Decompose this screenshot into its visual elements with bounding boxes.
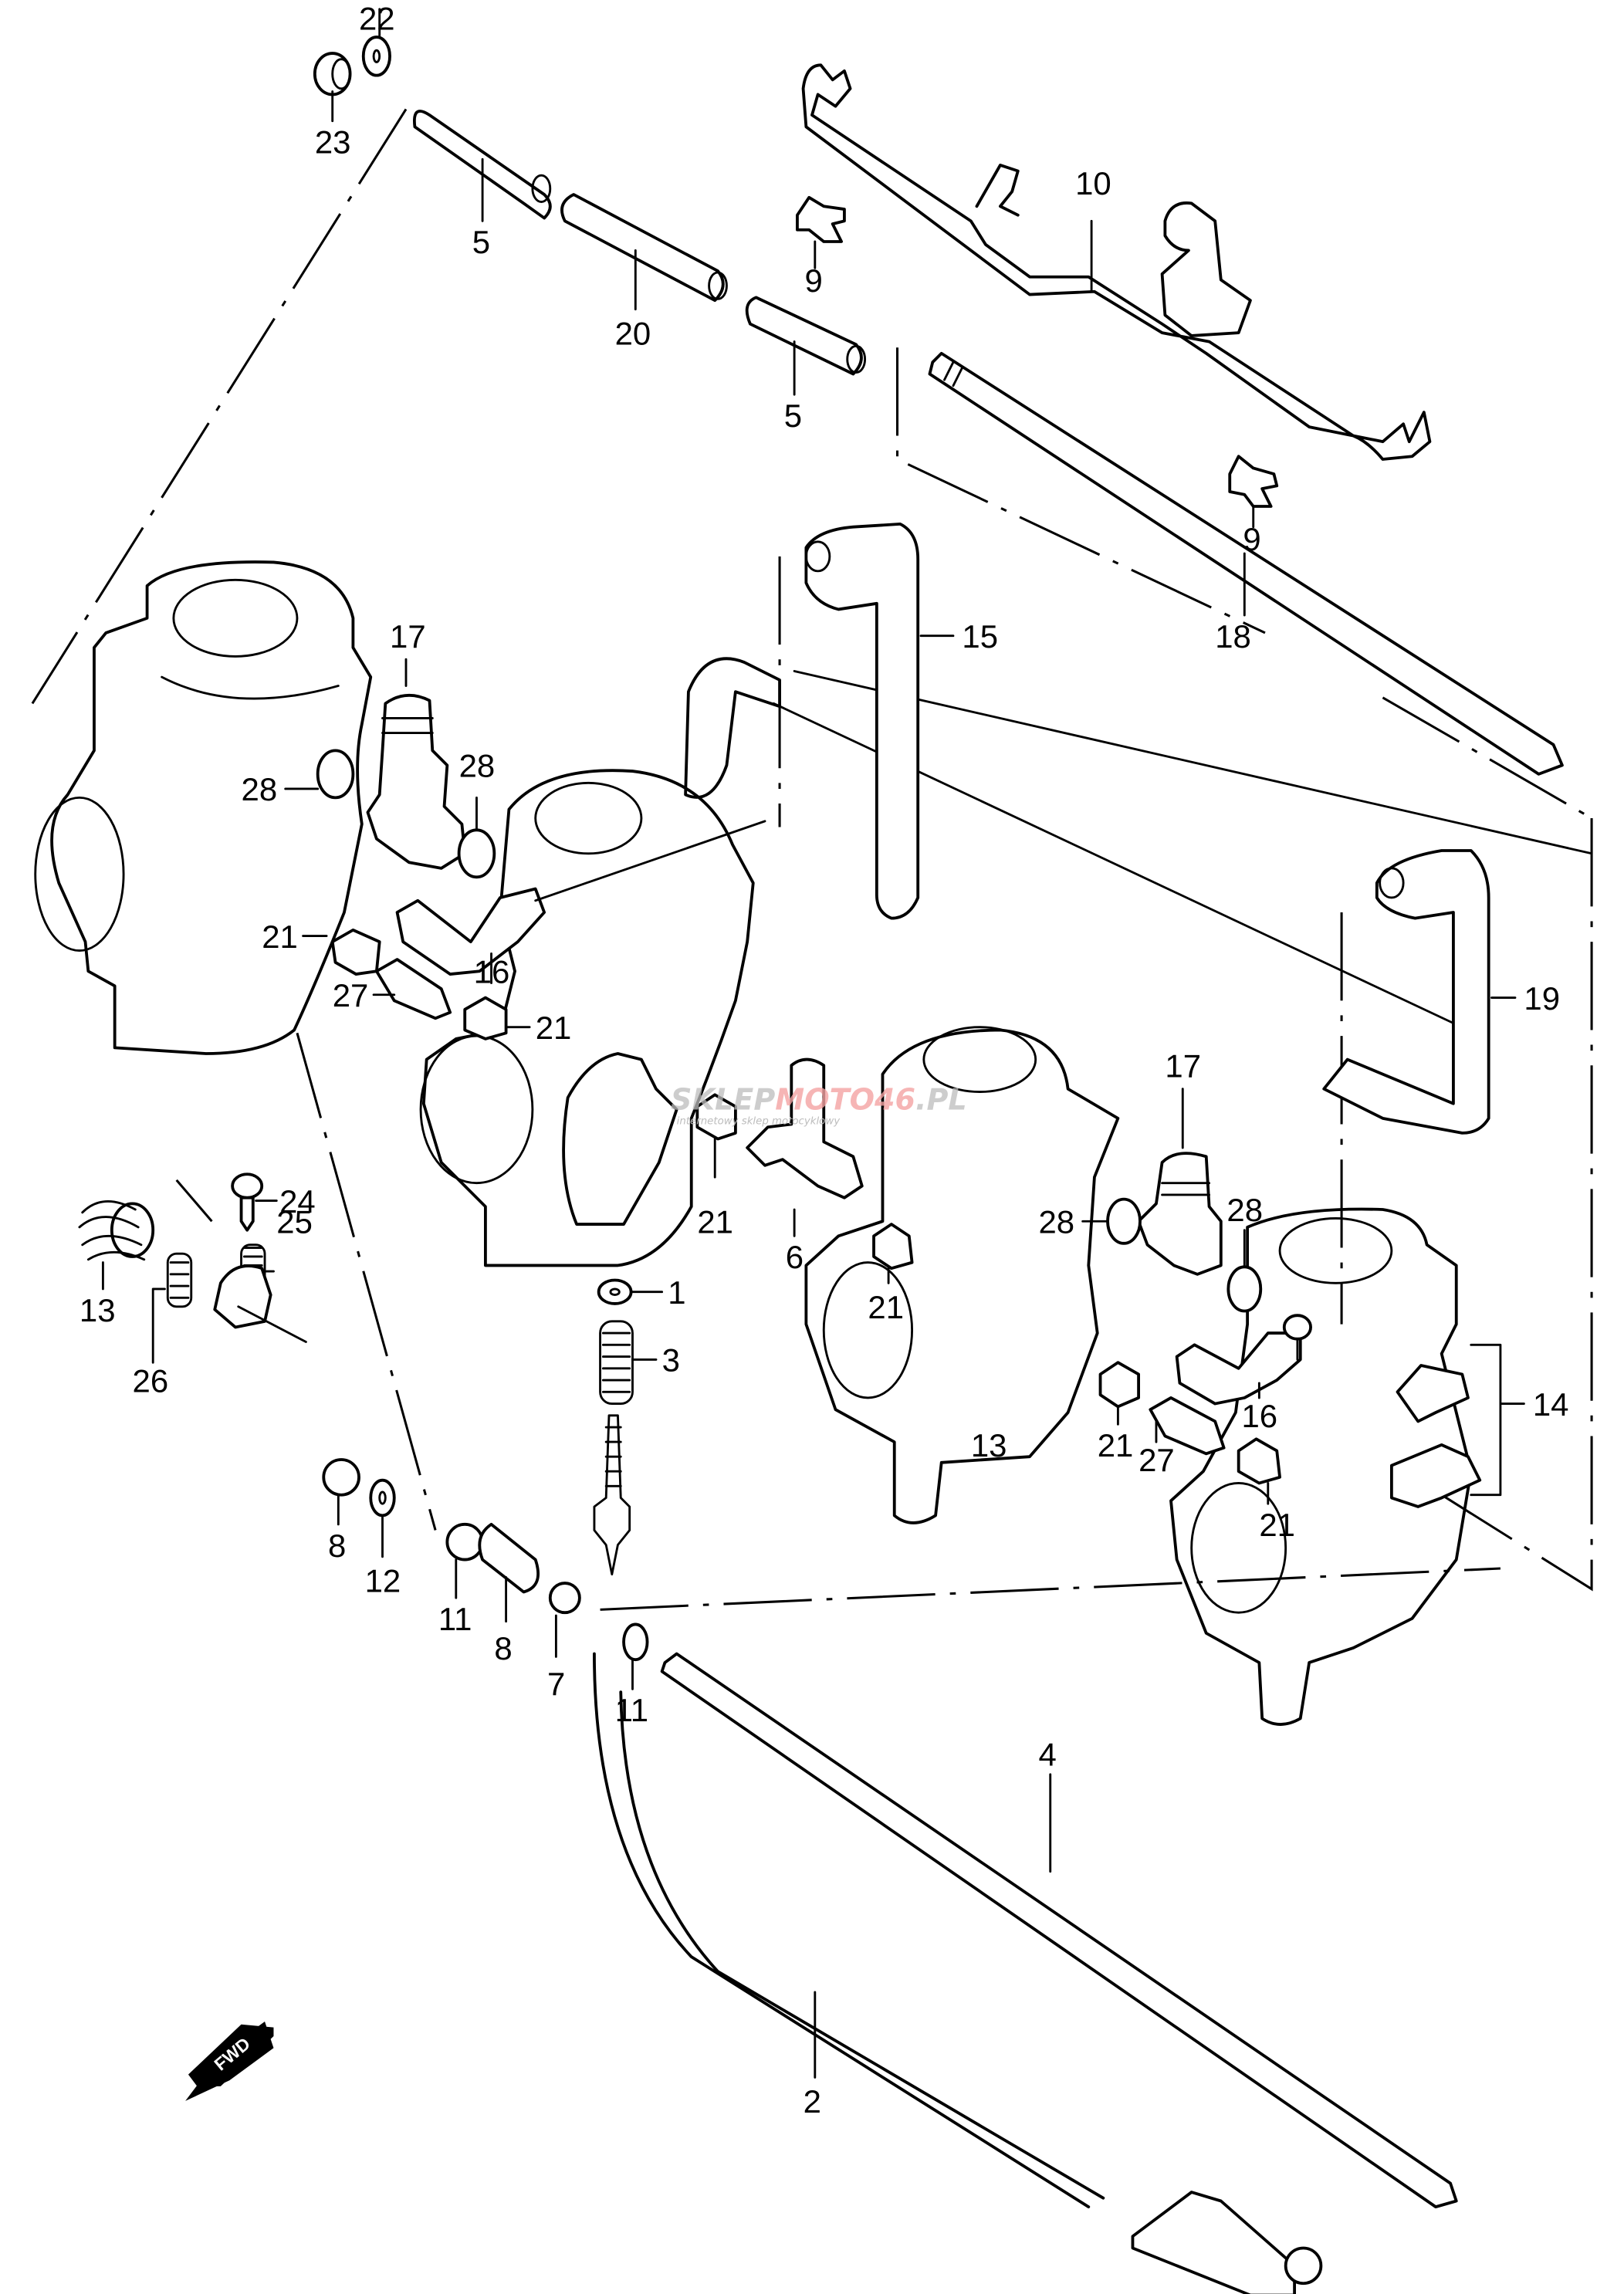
callout-21-a: 21 bbox=[262, 919, 298, 955]
carburetor-body-right-rear bbox=[1169, 1207, 1473, 1726]
callout-21-f: 21 bbox=[1259, 1507, 1295, 1543]
callout-11-left: 11 bbox=[438, 1601, 472, 1637]
fitting-16-left bbox=[395, 820, 766, 984]
hose-u-left bbox=[684, 657, 781, 799]
elbow-fitting-17-left bbox=[366, 658, 467, 870]
hose-15 bbox=[804, 522, 955, 920]
callout-14: 14 bbox=[1533, 1386, 1569, 1423]
fitting-16-right bbox=[1175, 1331, 1302, 1406]
pin-27-right bbox=[1149, 1396, 1226, 1456]
screw-21-c bbox=[695, 1093, 737, 1179]
callout-18: 18 bbox=[1215, 618, 1251, 655]
hose-20 bbox=[560, 193, 728, 311]
screw-24 bbox=[231, 1172, 278, 1232]
clip-9-top bbox=[796, 195, 846, 269]
tee-fitting-6 bbox=[746, 1057, 864, 1237]
stud-18 bbox=[928, 351, 1564, 776]
callout-2: 2 bbox=[804, 2083, 821, 2120]
forward-direction-arrow: FWD bbox=[185, 2021, 274, 2101]
callout-17-left: 17 bbox=[390, 618, 426, 655]
washer-12 bbox=[369, 1478, 396, 1558]
callout-16-left: 16 bbox=[474, 954, 510, 990]
callout-22: 22 bbox=[359, 1, 395, 37]
callout-8-left: 8 bbox=[328, 1528, 346, 1564]
callout-11-right: 11 bbox=[615, 1692, 649, 1728]
assembly-lines bbox=[31, 108, 1593, 1611]
callout-21-d: 21 bbox=[868, 1289, 904, 1325]
screw-21-a bbox=[302, 928, 381, 976]
callout-28-b: 28 bbox=[459, 748, 496, 784]
callout-26: 26 bbox=[133, 1362, 169, 1399]
screw-21-d bbox=[872, 1223, 914, 1284]
callout-10: 10 bbox=[1075, 165, 1111, 201]
hose-19 bbox=[1322, 849, 1517, 1135]
callout-19: 19 bbox=[1524, 980, 1560, 1017]
oring-28-a bbox=[284, 749, 355, 800]
spring-26 bbox=[151, 1252, 193, 1364]
screw-21-e bbox=[1098, 1361, 1140, 1426]
sleeve-8-right bbox=[478, 1522, 540, 1623]
bracket-10 bbox=[801, 63, 1432, 461]
screw-21-b bbox=[463, 996, 531, 1040]
callout-24: 24 bbox=[279, 1183, 316, 1220]
adjuster-screw bbox=[593, 1414, 631, 1576]
washer-11-right bbox=[622, 1622, 649, 1690]
callout-9-right: 9 bbox=[1243, 521, 1260, 557]
callout-28-d: 28 bbox=[1226, 1192, 1263, 1228]
svg-text:SKLEPMOTO46.PL: SKLEPMOTO46.PL bbox=[671, 1082, 967, 1116]
clamp-14 bbox=[1282, 1314, 1525, 1508]
hose-5-top bbox=[412, 110, 552, 222]
callout-20: 20 bbox=[615, 315, 651, 351]
elbow-fitting-17-right bbox=[1137, 1088, 1223, 1276]
callout-labels: 22 23 5 20 5 9 10 9 18 15 17 28 28 21 16… bbox=[80, 1, 1569, 2120]
collar-11-left bbox=[445, 1522, 485, 1599]
callout-28-c: 28 bbox=[1038, 1203, 1074, 1240]
callout-13-right: 13 bbox=[971, 1427, 1007, 1463]
callout-12: 12 bbox=[365, 1563, 401, 1599]
collar-7 bbox=[548, 1582, 581, 1658]
washer-22 bbox=[361, 8, 391, 77]
oring-28-b bbox=[457, 796, 496, 879]
callout-13-left: 13 bbox=[80, 1292, 116, 1328]
callout-3: 3 bbox=[662, 1342, 680, 1379]
callout-4: 4 bbox=[1038, 1736, 1056, 1772]
rod-4 bbox=[660, 1652, 1458, 2209]
callout-17-right: 17 bbox=[1165, 1047, 1201, 1084]
oring-28-c bbox=[1081, 1197, 1142, 1245]
callout-21-c: 21 bbox=[697, 1203, 733, 1240]
callout-6: 6 bbox=[786, 1239, 804, 1275]
svg-text:internetowy sklep motocyklowy: internetowy sklep motocyklowy bbox=[677, 1115, 841, 1127]
washer-1 bbox=[597, 1278, 664, 1305]
throttle-cable-2 bbox=[593, 1652, 1323, 2294]
nut-8-left bbox=[322, 1458, 360, 1526]
callout-1: 1 bbox=[668, 1274, 685, 1311]
clip-9-right bbox=[1228, 455, 1279, 529]
screw-21-f bbox=[1237, 1437, 1281, 1505]
callout-23: 23 bbox=[315, 124, 351, 161]
oring-28-d bbox=[1226, 1229, 1263, 1313]
callout-5-right: 5 bbox=[784, 398, 802, 434]
callout-21-b: 21 bbox=[536, 1010, 572, 1046]
carburetor-body-right-front bbox=[804, 1026, 1120, 1524]
callout-27-left: 27 bbox=[333, 977, 369, 1013]
callout-8-right: 8 bbox=[494, 1630, 512, 1666]
callout-9-top: 9 bbox=[804, 262, 822, 299]
carburetor-body-left bbox=[34, 560, 373, 1055]
callout-28-a: 28 bbox=[242, 771, 278, 807]
hose-5-right bbox=[745, 296, 867, 396]
watermark-upper: SKLEPMOTO46.PL internetowy sklep motocyk… bbox=[671, 1082, 967, 1127]
bracket-lever bbox=[213, 1264, 307, 1343]
callout-16-right: 16 bbox=[1241, 1398, 1277, 1434]
callout-5-left: 5 bbox=[472, 224, 490, 260]
pin-27-left bbox=[372, 958, 452, 1020]
spring-3 bbox=[599, 1320, 658, 1405]
callout-21-e: 21 bbox=[1098, 1427, 1134, 1463]
callout-25: 25 bbox=[276, 1203, 313, 1240]
nut-23 bbox=[313, 52, 352, 123]
spring-13-left bbox=[78, 1200, 155, 1291]
callout-27-right: 27 bbox=[1138, 1442, 1175, 1478]
callout-15: 15 bbox=[962, 618, 998, 655]
callout-7: 7 bbox=[547, 1666, 565, 1702]
